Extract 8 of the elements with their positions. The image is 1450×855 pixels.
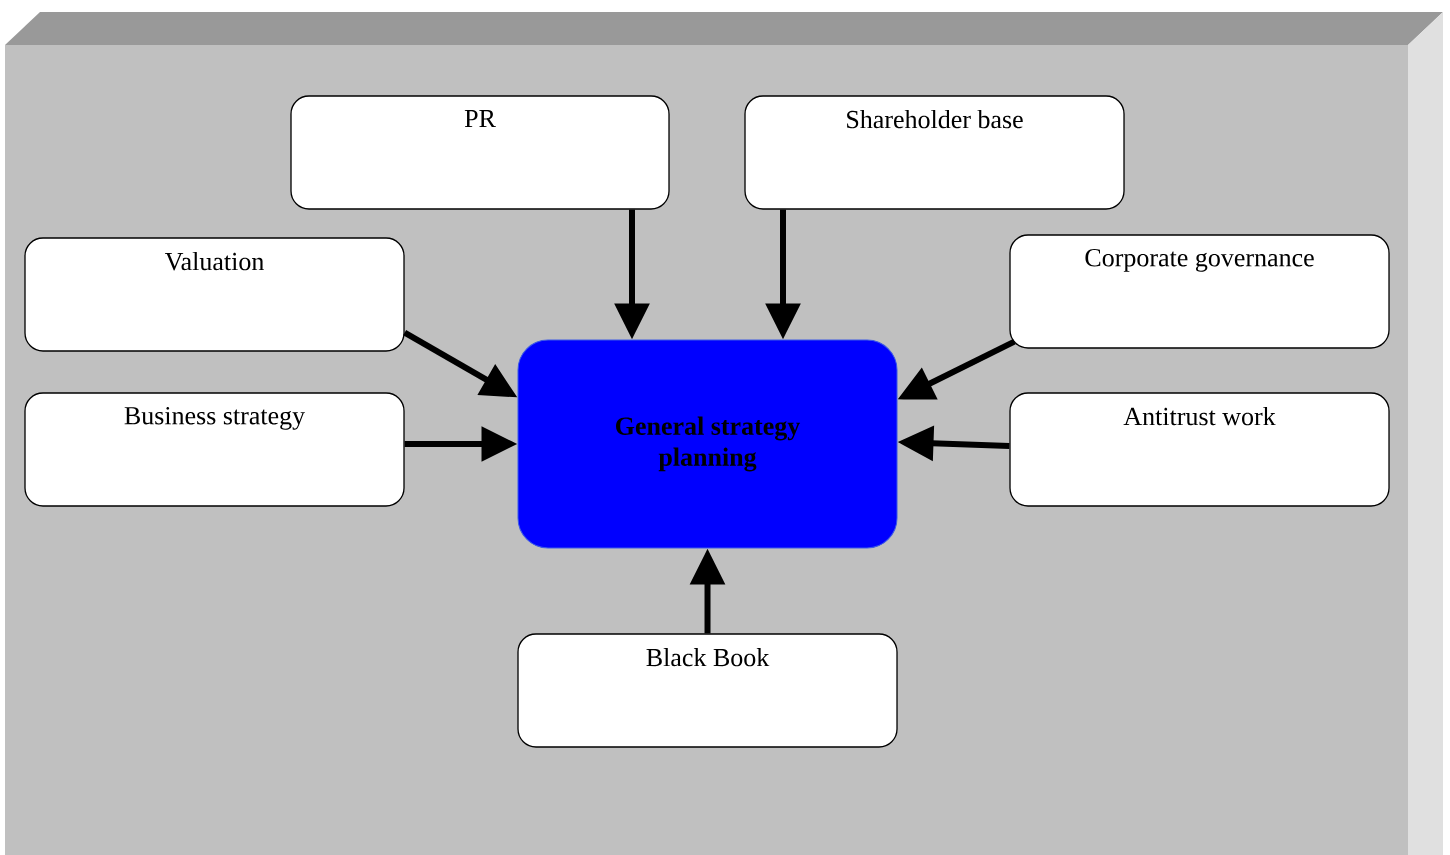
topic-box: Business strategy [24,392,405,507]
topic-box: Antitrust work [1009,392,1390,507]
hub-box: General strategy planning [517,339,898,549]
topic-box: Black Book [517,633,898,748]
topic-box: Shareholder base [744,95,1125,210]
topic-box: Valuation [24,237,405,352]
topic-box: Corporate governance [1009,234,1390,349]
topic-box: PR [290,95,670,210]
